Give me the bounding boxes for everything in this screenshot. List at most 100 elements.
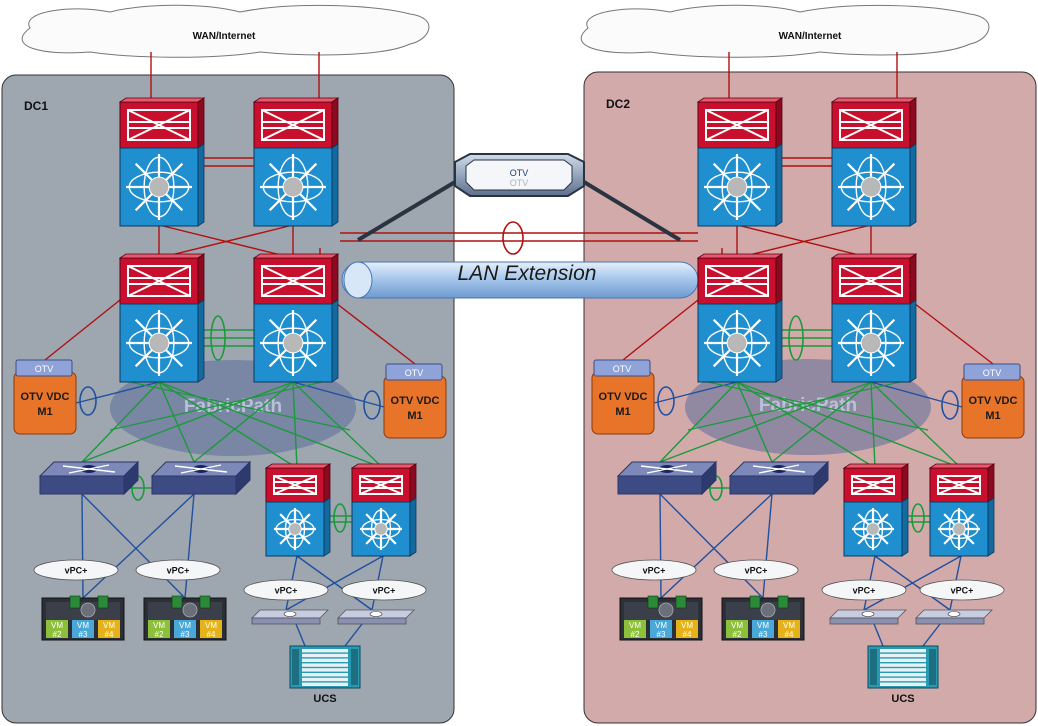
router-arrow	[380, 484, 403, 495]
wan-cloud-left: WAN/Internet	[21, 4, 430, 58]
router-side	[197, 97, 205, 149]
switch-orbit	[277, 312, 309, 374]
switch-orbit	[862, 509, 884, 549]
switch-core	[282, 332, 304, 354]
fabric-link	[771, 381, 872, 463]
vpc-label: vPC+	[275, 586, 298, 596]
otv-vdc-sublabel: M1	[985, 410, 1000, 422]
vm-number: #2	[733, 630, 742, 639]
fabric-link	[870, 381, 876, 469]
fabric-link	[292, 381, 298, 469]
fex-port	[947, 611, 961, 617]
fabric-link	[292, 381, 384, 469]
router-arrow	[261, 124, 294, 141]
fabric-link	[158, 381, 298, 469]
otv-vdc-label: OTV VDC	[21, 391, 70, 403]
vpc-ellipse	[243, 579, 329, 601]
switch-side	[323, 497, 331, 557]
router-arrow	[937, 475, 960, 486]
vm-tile	[46, 620, 68, 638]
router-arrow	[127, 280, 160, 297]
server-nic-icon	[199, 595, 211, 609]
lan-extension-label: LAN Extension	[458, 262, 597, 285]
ucs-blade	[302, 677, 348, 682]
access-switch-arrow	[666, 464, 688, 470]
server-2: VM#2VM#3VM#4	[721, 595, 805, 641]
leaf-switch-2	[928, 463, 996, 557]
vm-number: #2	[155, 630, 164, 639]
otv-vdc-sublabel: M1	[615, 406, 630, 418]
vpc-label-3: vPC+	[243, 579, 329, 601]
access-switch-side	[701, 460, 717, 496]
core-switch-1	[696, 97, 784, 227]
access-switch-front	[617, 475, 703, 495]
wan-cloud-left-label: WAN/Internet	[193, 31, 256, 42]
router-arrow	[261, 265, 294, 282]
router-arrow	[359, 484, 382, 495]
vpc-label: vPC+	[951, 586, 974, 596]
vm-tile	[778, 620, 800, 638]
ucs-blade	[302, 673, 348, 677]
ucs-chassis: UCS	[867, 645, 939, 705]
router-frame	[273, 475, 317, 495]
vpc-label-2: vPC+	[135, 559, 221, 581]
vm-tile	[676, 620, 698, 638]
otv-vdc-body	[383, 375, 447, 439]
peer-link-channel	[788, 315, 804, 361]
otv-vdc-tag	[963, 363, 1021, 381]
leaf-switch-2	[350, 463, 418, 557]
leaf-switch-1	[264, 463, 332, 557]
router-arrow	[958, 475, 981, 486]
router-arrow	[273, 484, 296, 495]
otv-vdc-tag-label: OTV	[405, 368, 424, 378]
access-switch-1	[616, 460, 718, 496]
switch-orbit	[275, 518, 315, 540]
switch-side	[409, 497, 417, 557]
router-top	[118, 253, 206, 259]
router-arrow	[158, 265, 191, 282]
fabric-link	[707, 381, 929, 431]
fabric-link	[659, 381, 738, 463]
switch-orbit	[706, 327, 768, 359]
router-arrow	[292, 280, 325, 297]
otv-internal-link	[292, 381, 385, 408]
otv-ring-label-shadow: OTV	[510, 178, 529, 188]
router-arrow	[870, 265, 903, 282]
switch-side	[197, 143, 205, 227]
fex-front	[251, 617, 321, 625]
router-top	[696, 253, 784, 259]
switch-orbit	[855, 156, 887, 218]
switch-orbit	[262, 171, 324, 203]
switch-side	[775, 299, 783, 383]
server-nic-icon	[749, 595, 761, 609]
core-switch-1	[118, 97, 206, 227]
vpc-ellipse	[611, 559, 697, 581]
access-switch-arrow	[88, 468, 116, 473]
router-top	[830, 253, 918, 259]
vpc-label: vPC+	[373, 586, 396, 596]
switch-core	[148, 332, 170, 354]
vpc-label-2: vPC+	[713, 559, 799, 581]
router-arrow	[736, 280, 769, 297]
switch-side	[331, 143, 339, 227]
aggregation-switch-1	[696, 253, 784, 383]
router-side	[409, 463, 417, 503]
peer-link-channel	[210, 315, 226, 361]
router-top	[118, 97, 206, 103]
router-side	[909, 253, 917, 305]
router-side	[901, 463, 909, 503]
vm-number: #4	[207, 630, 216, 639]
router-top	[350, 463, 418, 469]
fex-port	[369, 611, 383, 617]
router-arrow	[158, 280, 191, 297]
switch-orbit	[855, 312, 887, 374]
router-arrow	[273, 475, 296, 486]
vpc-label: vPC+	[745, 566, 768, 576]
switch-orbit	[128, 327, 190, 359]
router-arrow	[705, 280, 738, 297]
vm-label: VM	[179, 621, 191, 630]
vpc-ellipse	[341, 579, 427, 601]
vm-tile	[98, 620, 120, 638]
ucs-link	[295, 623, 306, 647]
fabric-link	[736, 381, 876, 469]
